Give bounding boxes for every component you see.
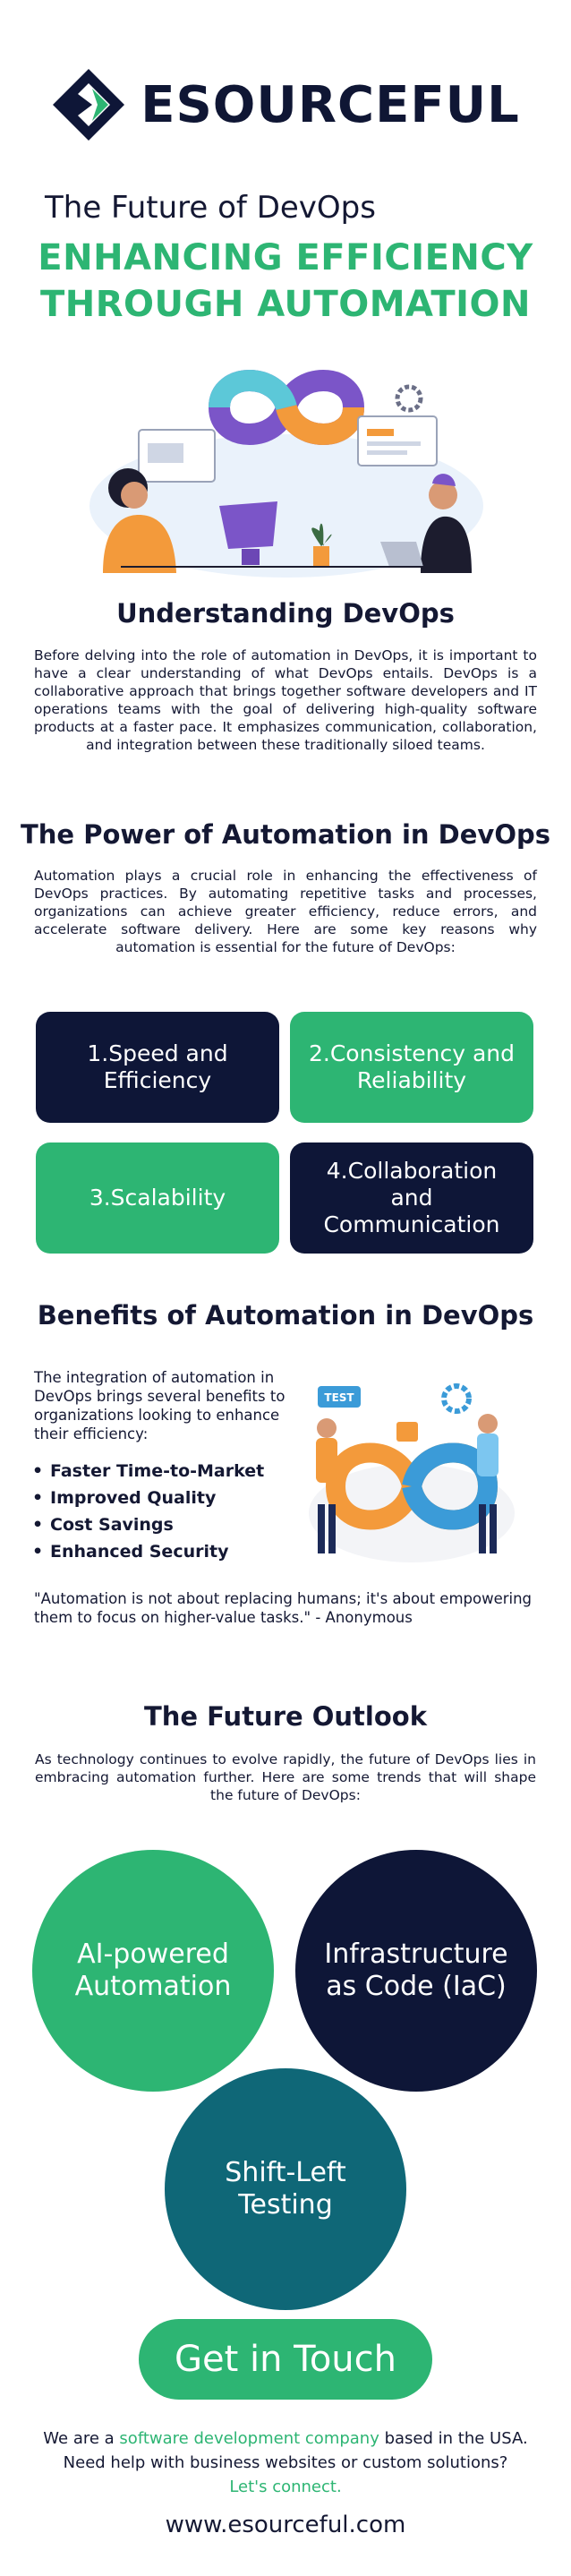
headline-line-1: ENHANCING EFFICIENCY: [38, 237, 533, 278]
outlook-title: The Future Outlook: [143, 1701, 427, 1732]
reason-scalability: 3.Scalability: [36, 1143, 279, 1254]
trend-2-line-2: as Code (IaC): [326, 1971, 507, 2002]
trend-3-line-1: Shift-Left: [225, 2157, 346, 2188]
reason-4-line-1: 4.Collaboration and: [326, 1158, 498, 1211]
developer-figure: [380, 474, 472, 573]
footer-line-2: Need help with business websites or cust…: [63, 2453, 508, 2472]
reason-3-line-1: 3.Scalability: [89, 1185, 226, 1211]
page-headline: ENHANCING EFFICIENCY THROUGH AUTOMATION: [0, 235, 571, 328]
power-title: The Power of Automation in DevOps: [21, 819, 550, 850]
reason-2-line-1: 2.Consistency and: [309, 1040, 515, 1066]
gear-icon: [395, 384, 423, 413]
benefits-title: Benefits of Automation in DevOps: [37, 1300, 534, 1331]
devops-hero-illustration: [89, 370, 483, 578]
monitor-icon: [219, 501, 277, 565]
trend-1-line-2: Automation: [74, 1971, 232, 2002]
esourceful-logo-icon: [53, 69, 125, 141]
understanding-body: Before delving into the role of automati…: [34, 647, 537, 753]
trend-1-line-1: AI-powered: [77, 1938, 229, 1970]
power-body: Automation plays a crucial role in enhan…: [34, 868, 537, 955]
headline-line-2: THROUGH AUTOMATION: [39, 284, 532, 325]
tester-figure-right: [477, 1414, 499, 1553]
benefits-list: Faster Time-to-Market Improved Quality C…: [32, 1458, 292, 1565]
reason-4-line-2: Communication: [323, 1211, 500, 1237]
lets-connect-link[interactable]: Let's connect.: [229, 2478, 342, 2496]
website-link[interactable]: www.esourceful.com: [165, 2512, 406, 2538]
reason-1-line-1: 1.Speed and: [87, 1040, 228, 1066]
reason-2-line-2: Reliability: [356, 1067, 467, 1093]
understanding-title: Understanding DevOps: [116, 598, 455, 629]
support-agent-figure: [103, 468, 176, 573]
get-in-touch-button[interactable]: Get in Touch: [139, 2319, 432, 2400]
reason-1-line-2: Efficiency: [103, 1067, 212, 1093]
automation-quote: "Automation is not about replacing human…: [34, 1590, 533, 1626]
code-window-icon: [357, 415, 438, 466]
code-tile-icon: [396, 1422, 418, 1442]
trend-2-line-1: Infrastructure: [324, 1938, 508, 1970]
footer-text-before: We are a: [43, 2429, 120, 2448]
footer-message: We are a software development company ba…: [0, 2426, 571, 2499]
plant-icon: [311, 523, 332, 566]
trend-3-line-2: Testing: [238, 2189, 333, 2221]
tester-figure-left: [316, 1418, 337, 1553]
list-item: Faster Time-to-Market: [32, 1458, 292, 1485]
benefits-intro: The integration of automation in DevOps …: [34, 1369, 286, 1442]
brand-name: ESOURCEFUL: [141, 75, 520, 134]
list-item: Improved Quality: [32, 1485, 292, 1511]
list-item: Cost Savings: [32, 1511, 292, 1538]
outlook-body: As technology continues to evolve rapidl…: [35, 1751, 536, 1803]
automation-testing-illustration: TEST: [309, 1383, 515, 1562]
page-subtitle: The Future of DevOps: [45, 190, 376, 226]
test-badge-label: TEST: [324, 1391, 354, 1404]
footer-line-1: We are a software development company ba…: [0, 2426, 571, 2451]
gear-icon: [441, 1383, 472, 1414]
list-item: Enhanced Security: [32, 1538, 292, 1565]
infinity-loop-icon: [208, 370, 365, 445]
software-company-link[interactable]: software development company: [119, 2429, 379, 2448]
footer-text-after: based in the USA.: [379, 2429, 528, 2448]
brand-logo: ESOURCEFUL: [0, 64, 571, 145]
